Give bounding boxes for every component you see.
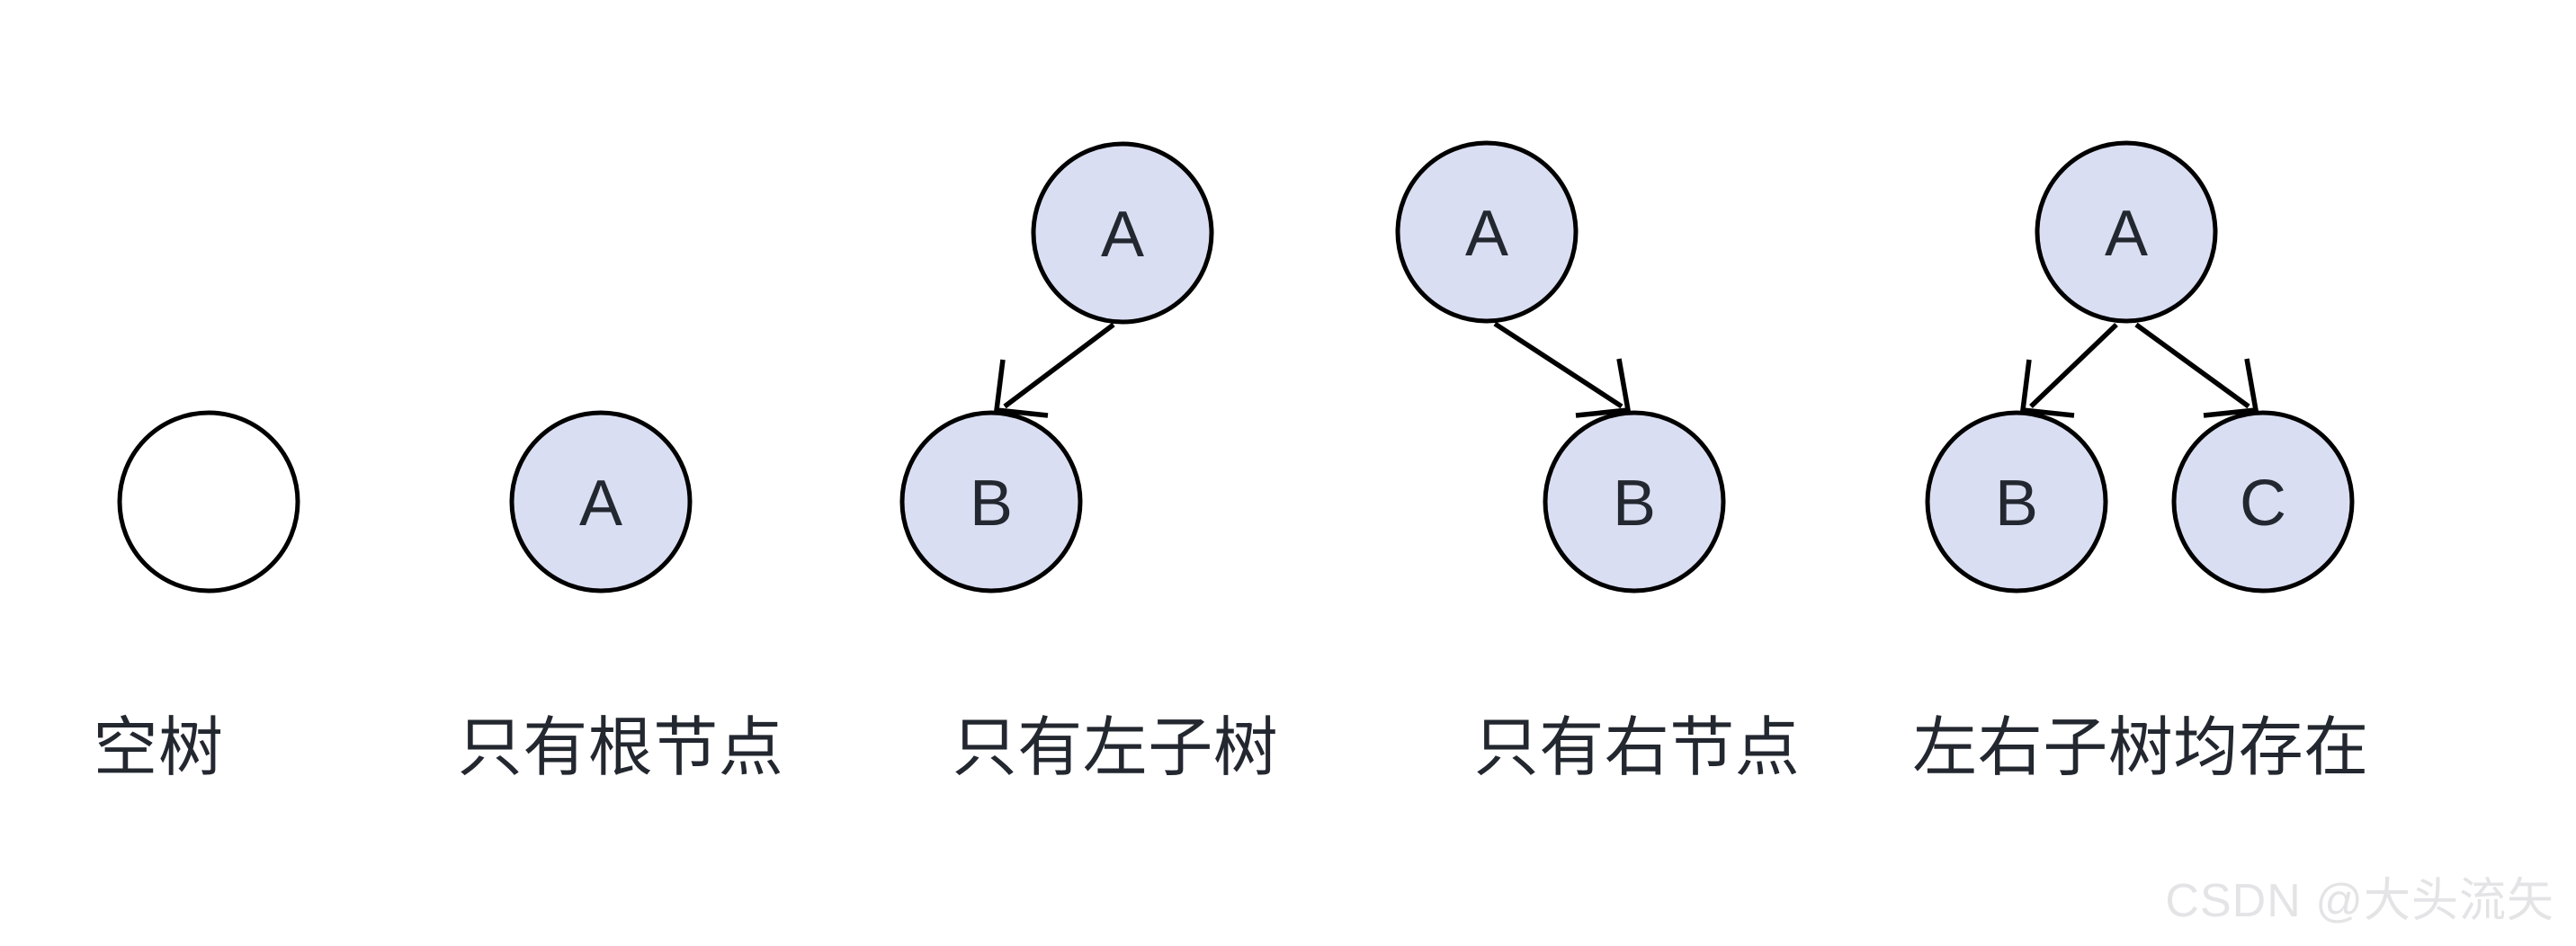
caption-right-subtree-only: 只有右节点 <box>1473 712 1801 784</box>
group-root-only: A <box>509 410 693 593</box>
node-a-label: A <box>2105 198 2148 270</box>
caption-root-only: 只有根节点 <box>457 712 784 784</box>
node-empty <box>117 410 300 593</box>
edge-a-to-b <box>1003 322 1115 409</box>
csdn-watermark: CSDN @大头流矢 <box>2165 875 2554 927</box>
group-right-subtree-only: A B <box>1395 140 1726 593</box>
caption-left-subtree-only: 只有左子树 <box>952 712 1279 784</box>
arrowhead-a-to-b <box>1575 358 1632 418</box>
node-a <box>509 410 693 593</box>
node-b-label: B <box>970 468 1013 540</box>
group-empty-tree <box>117 410 300 593</box>
arrowhead-a-to-b <box>993 359 1049 418</box>
node-c <box>2171 410 2355 593</box>
node-b-label: B <box>1995 468 2038 540</box>
node-a <box>2035 140 2218 324</box>
node-a <box>1031 141 1214 325</box>
node-b-label: B <box>1613 468 1656 540</box>
node-b <box>1543 410 1726 593</box>
node-a-label: A <box>1465 198 1508 270</box>
node-a-label: A <box>1101 199 1144 271</box>
node-a <box>1395 140 1579 324</box>
caption-empty-tree: 空树 <box>93 712 224 784</box>
caption-both-subtrees: 左右子树均存在 <box>1912 712 2369 784</box>
edge-a-to-c <box>2134 322 2250 409</box>
edge-a-to-b <box>2029 323 2118 408</box>
node-c-label: C <box>2240 468 2286 540</box>
arrowhead-a-to-b <box>2019 359 2075 418</box>
arrowhead-a-to-c <box>2203 358 2259 418</box>
edge-a-to-b <box>1493 321 1623 409</box>
group-both-subtrees: A B C <box>1925 140 2355 593</box>
node-a-label: A <box>579 468 622 540</box>
node-b <box>1925 410 2108 593</box>
group-left-subtree-only: A B <box>899 141 1214 593</box>
node-b <box>899 410 1083 593</box>
